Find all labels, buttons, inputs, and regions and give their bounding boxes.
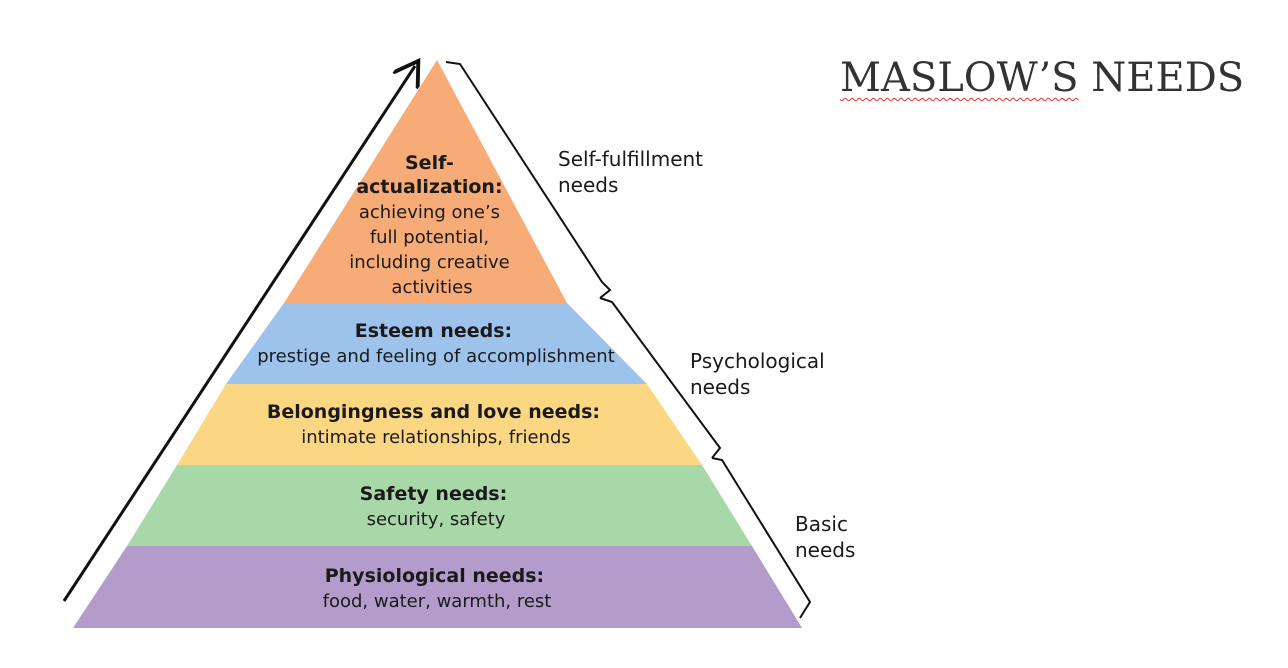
level-safety-desc: security, safety [367, 509, 506, 530]
upward-arrow [62, 66, 415, 602]
level-self-actualization-desc-2: full potential, [370, 227, 489, 248]
layer-belongingness [177, 384, 702, 465]
bracket-label-psychological: Psychological needs [690, 349, 831, 399]
bracket-label-basic-2: needs [795, 538, 855, 562]
bracket-label-self-fulfillment-1: Self-fulfillment [558, 147, 703, 171]
bracket-label-self-fulfillment-2: needs [558, 173, 618, 197]
title-rest: NEEDS [1078, 55, 1245, 101]
level-physiological-desc: food, water, warmth, rest [323, 591, 552, 612]
level-esteem-text: Esteem needs: prestige and feeling of ac… [257, 320, 615, 367]
level-safety-title: Safety needs: [360, 483, 508, 505]
bracket-self-fulfillment [445, 61, 612, 299]
level-self-actualization-desc-4: activities [391, 277, 472, 298]
level-self-actualization-title-2: actualization: [356, 176, 502, 198]
bracket-label-basic: Basic needs [795, 512, 855, 562]
bracket-label-psychological-2: needs [690, 375, 750, 399]
bracket-label-self-fulfillment: Self-fulfillment needs [558, 147, 709, 197]
bracket-psychological [599, 297, 722, 459]
level-belongingness-desc: intimate relationships, friends [301, 427, 571, 448]
level-physiological-title: Physiological needs: [325, 565, 544, 587]
level-self-actualization-desc-1: achieving one’s [359, 202, 500, 223]
level-belongingness-text: Belongingness and love needs: intimate r… [267, 401, 605, 448]
level-safety-text: Safety needs: security, safety [360, 483, 513, 530]
bracket-basic [711, 457, 812, 619]
level-esteem-desc: prestige and feeling of accomplishment [257, 346, 615, 367]
level-self-actualization-text: Self- actualization: achieving one’s ful… [349, 152, 515, 298]
page-title: MASLOW’S NEEDS [840, 58, 1244, 98]
bracket-label-psychological-1: Psychological [690, 349, 825, 373]
level-self-actualization-desc-3: including creative [349, 252, 510, 273]
title-underlined-word: MASLOW’S [840, 55, 1079, 101]
level-esteem-title: Esteem needs: [355, 320, 512, 342]
layer-esteem [226, 303, 647, 384]
level-physiological-text: Physiological needs: food, water, warmth… [323, 565, 552, 612]
layer-safety [127, 465, 752, 546]
level-self-actualization-title-1: Self- [405, 152, 454, 174]
bracket-label-basic-1: Basic [795, 512, 848, 536]
layer-self-actualization [284, 60, 567, 303]
layer-physiological [73, 546, 802, 628]
level-belongingness-title: Belongingness and love needs: [267, 401, 600, 423]
